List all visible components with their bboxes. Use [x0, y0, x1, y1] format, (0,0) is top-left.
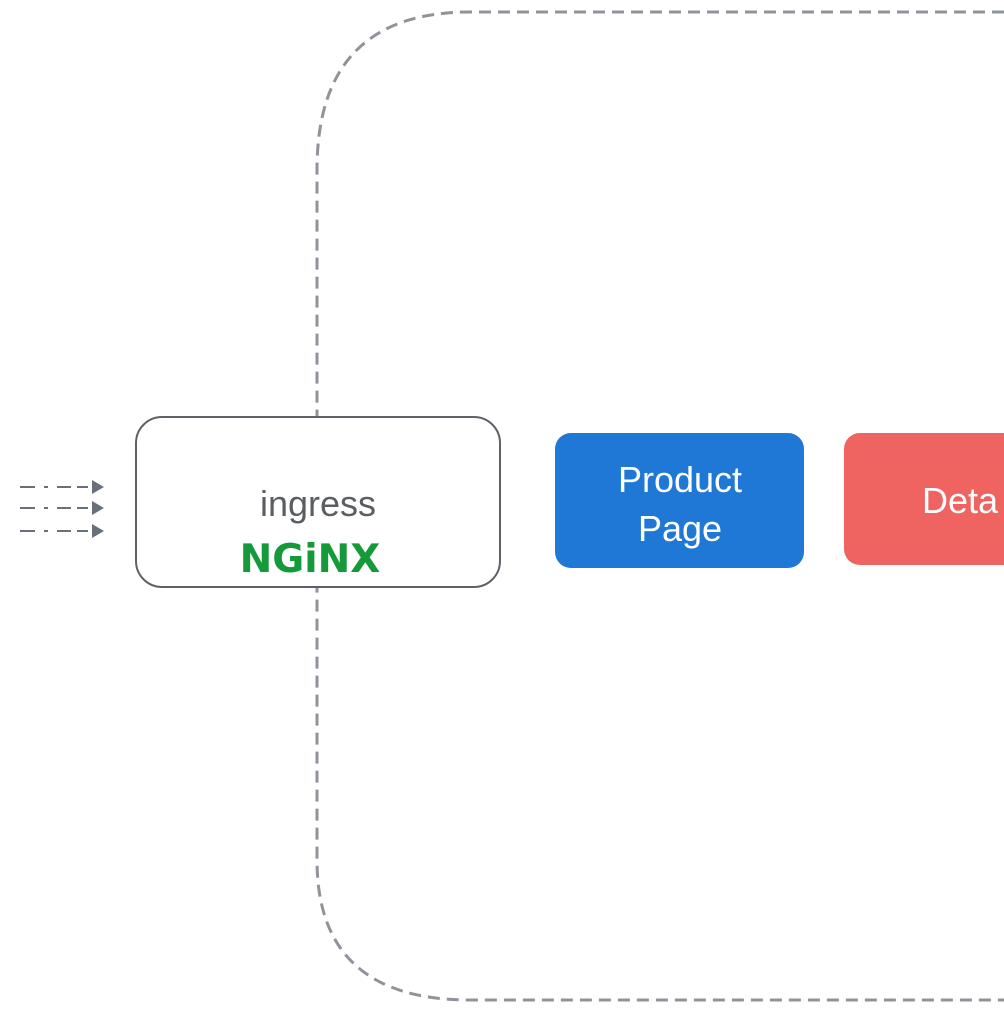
ingress-box [135, 416, 501, 588]
traffic-arrow-1 [20, 480, 104, 494]
product-page-node[interactable]: Product Page [555, 433, 804, 568]
ingress-node[interactable]: ingress NGiNX [135, 416, 501, 588]
traffic-arrow-2 [20, 501, 104, 515]
details-label: Deta [922, 480, 999, 521]
incoming-traffic-arrows [20, 480, 104, 538]
product-page-box [555, 433, 804, 568]
product-page-label-line2: Page [638, 508, 722, 549]
details-box [844, 433, 1004, 565]
traffic-arrow-3 [20, 524, 104, 538]
ingress-label: ingress [260, 483, 376, 524]
product-page-label-line1: Product [618, 459, 742, 500]
details-node[interactable]: Deta [844, 433, 1004, 565]
nginx-logo: NGiNX [240, 537, 381, 582]
